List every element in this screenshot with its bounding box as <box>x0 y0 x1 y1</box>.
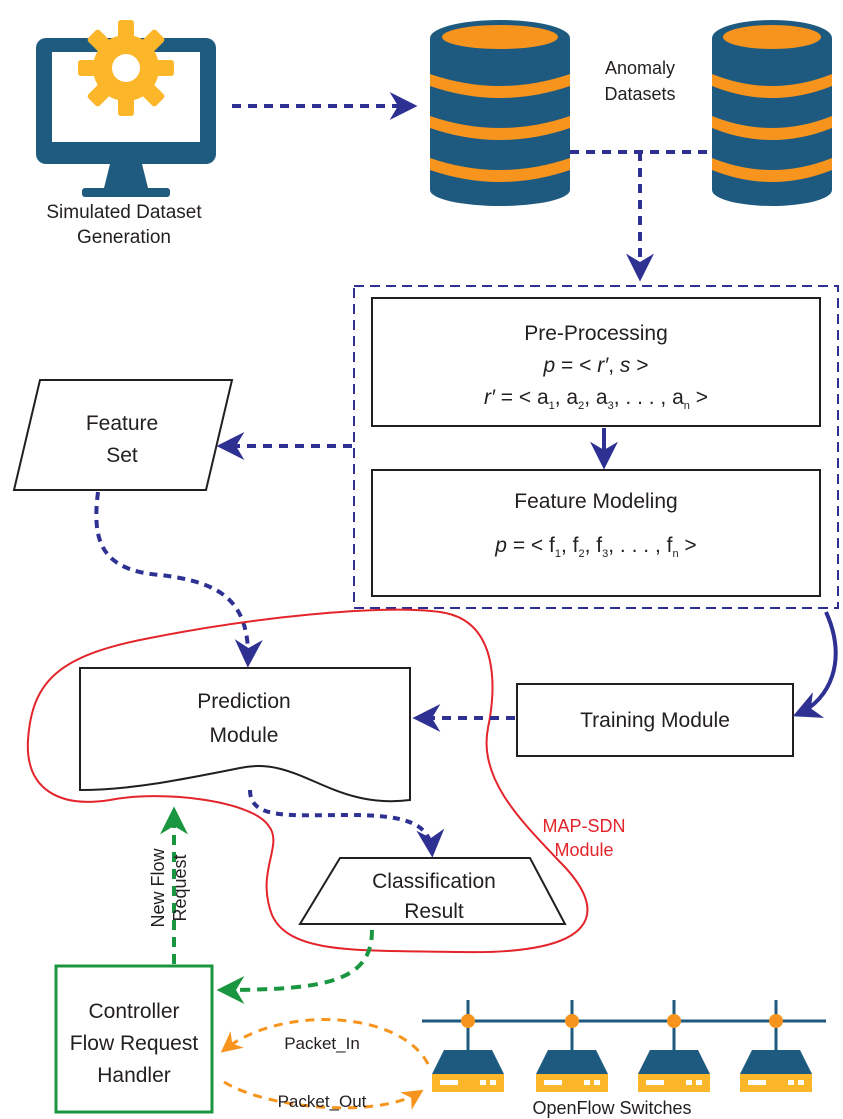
packet-out-label: Packet_Out <box>278 1092 367 1111</box>
feature-set-shape <box>12 379 234 491</box>
prediction-line1: Prediction <box>197 690 290 713</box>
monitor-gear-icon <box>36 20 216 197</box>
prediction-line2: Module <box>210 724 279 747</box>
arrow-processing-to-training <box>792 611 838 718</box>
map-sdn-line1: MAP-SDN <box>542 816 625 836</box>
feature-modeling-box <box>371 469 821 597</box>
arrow-classification-to-controller <box>216 929 374 1004</box>
preprocessing-title: Pre-Processing <box>524 322 668 345</box>
feature-set-line1: Feature <box>86 412 158 435</box>
map-sdn-line2: Module <box>554 840 613 860</box>
processing-container <box>353 285 839 609</box>
network-switch-icon <box>432 1000 504 1092</box>
controller-line3: Handler <box>97 1064 171 1087</box>
new-flow-label: New Flow Request <box>148 847 190 927</box>
svg-text:New Flow: New Flow <box>148 847 168 927</box>
network-switch-icon <box>740 1000 812 1092</box>
classification-line1: Classification <box>372 870 496 893</box>
feature-modeling-title: Feature Modeling <box>514 490 677 513</box>
svg-text:Request: Request <box>170 854 190 921</box>
classification-shape <box>298 857 567 925</box>
arrow-featureset-to-prediction <box>94 491 263 668</box>
classification-line2: Result <box>404 900 464 923</box>
database-icon <box>712 20 832 206</box>
packet-in-label: Packet_In <box>284 1034 360 1053</box>
switches-label: OpenFlow Switches <box>532 1098 691 1118</box>
datasets-label-line2: Datasets <box>604 84 675 104</box>
network-switch-icon <box>536 1000 608 1092</box>
training-label: Training Module <box>580 709 730 732</box>
arrow-packet-out <box>223 1080 424 1110</box>
map-sdn-outline <box>26 608 589 954</box>
database-icon <box>430 20 570 206</box>
arrow-packet-in <box>220 1018 430 1065</box>
preprocessing-box <box>371 297 821 427</box>
switch-network <box>422 1000 826 1092</box>
preprocessing-eq2: r′ = < a1, a2, a3, . . . , an > <box>484 386 708 412</box>
network-switch-icon <box>638 1000 710 1092</box>
training-module-box <box>516 683 794 757</box>
feature-modeling-eq: p = < f1, f2, f3, . . . , fn > <box>494 534 696 560</box>
controller-box <box>54 964 214 1114</box>
datasets-label-line1: Anomaly <box>605 58 675 78</box>
controller-line1: Controller <box>88 1000 179 1023</box>
gear-icon <box>78 20 174 116</box>
computer-label-line1: Simulated Dataset <box>46 202 202 223</box>
computer-label-line2: Generation <box>77 227 171 248</box>
feature-set-line2: Set <box>106 444 138 467</box>
prediction-module-box <box>79 667 411 803</box>
preprocessing-eq1: p = < r′, s > <box>543 354 649 377</box>
controller-line2: Flow Request <box>70 1032 199 1055</box>
